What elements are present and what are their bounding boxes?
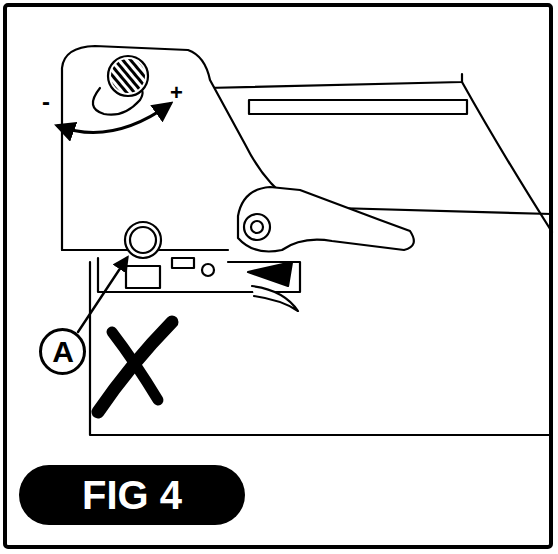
- hole-inner: [130, 227, 156, 253]
- figure-tag: FIG 4: [19, 465, 245, 525]
- circle-outline: [41, 330, 85, 374]
- x-mark: [98, 322, 172, 412]
- wedge: [248, 262, 292, 286]
- hook: [252, 286, 298, 311]
- frame: [5, 5, 551, 547]
- dial: [108, 56, 148, 96]
- body-top: [206, 74, 462, 88]
- mechanism: [98, 258, 300, 292]
- lever-pivot-inner: [251, 221, 263, 233]
- callout-letter: A: [52, 337, 74, 367]
- slot: [249, 100, 467, 114]
- lever: [238, 187, 414, 252]
- latch-block: [126, 266, 160, 288]
- x-mark: [112, 332, 158, 400]
- base-plate: [90, 262, 552, 435]
- tool-head: [62, 46, 292, 250]
- hole-outer: [125, 222, 161, 258]
- pin: [202, 264, 214, 276]
- figure-label: FIG 4: [82, 475, 182, 515]
- pill-fill: [19, 465, 245, 525]
- leader-line: [78, 258, 127, 332]
- adjust-arrow: [58, 104, 170, 132]
- plus-sign: +: [170, 82, 183, 104]
- spring-cap: [172, 258, 194, 268]
- minus-sign: -: [42, 90, 50, 114]
- lever-pivot: [244, 214, 270, 240]
- callout-circle: A: [39, 328, 86, 375]
- body-side: [462, 82, 552, 232]
